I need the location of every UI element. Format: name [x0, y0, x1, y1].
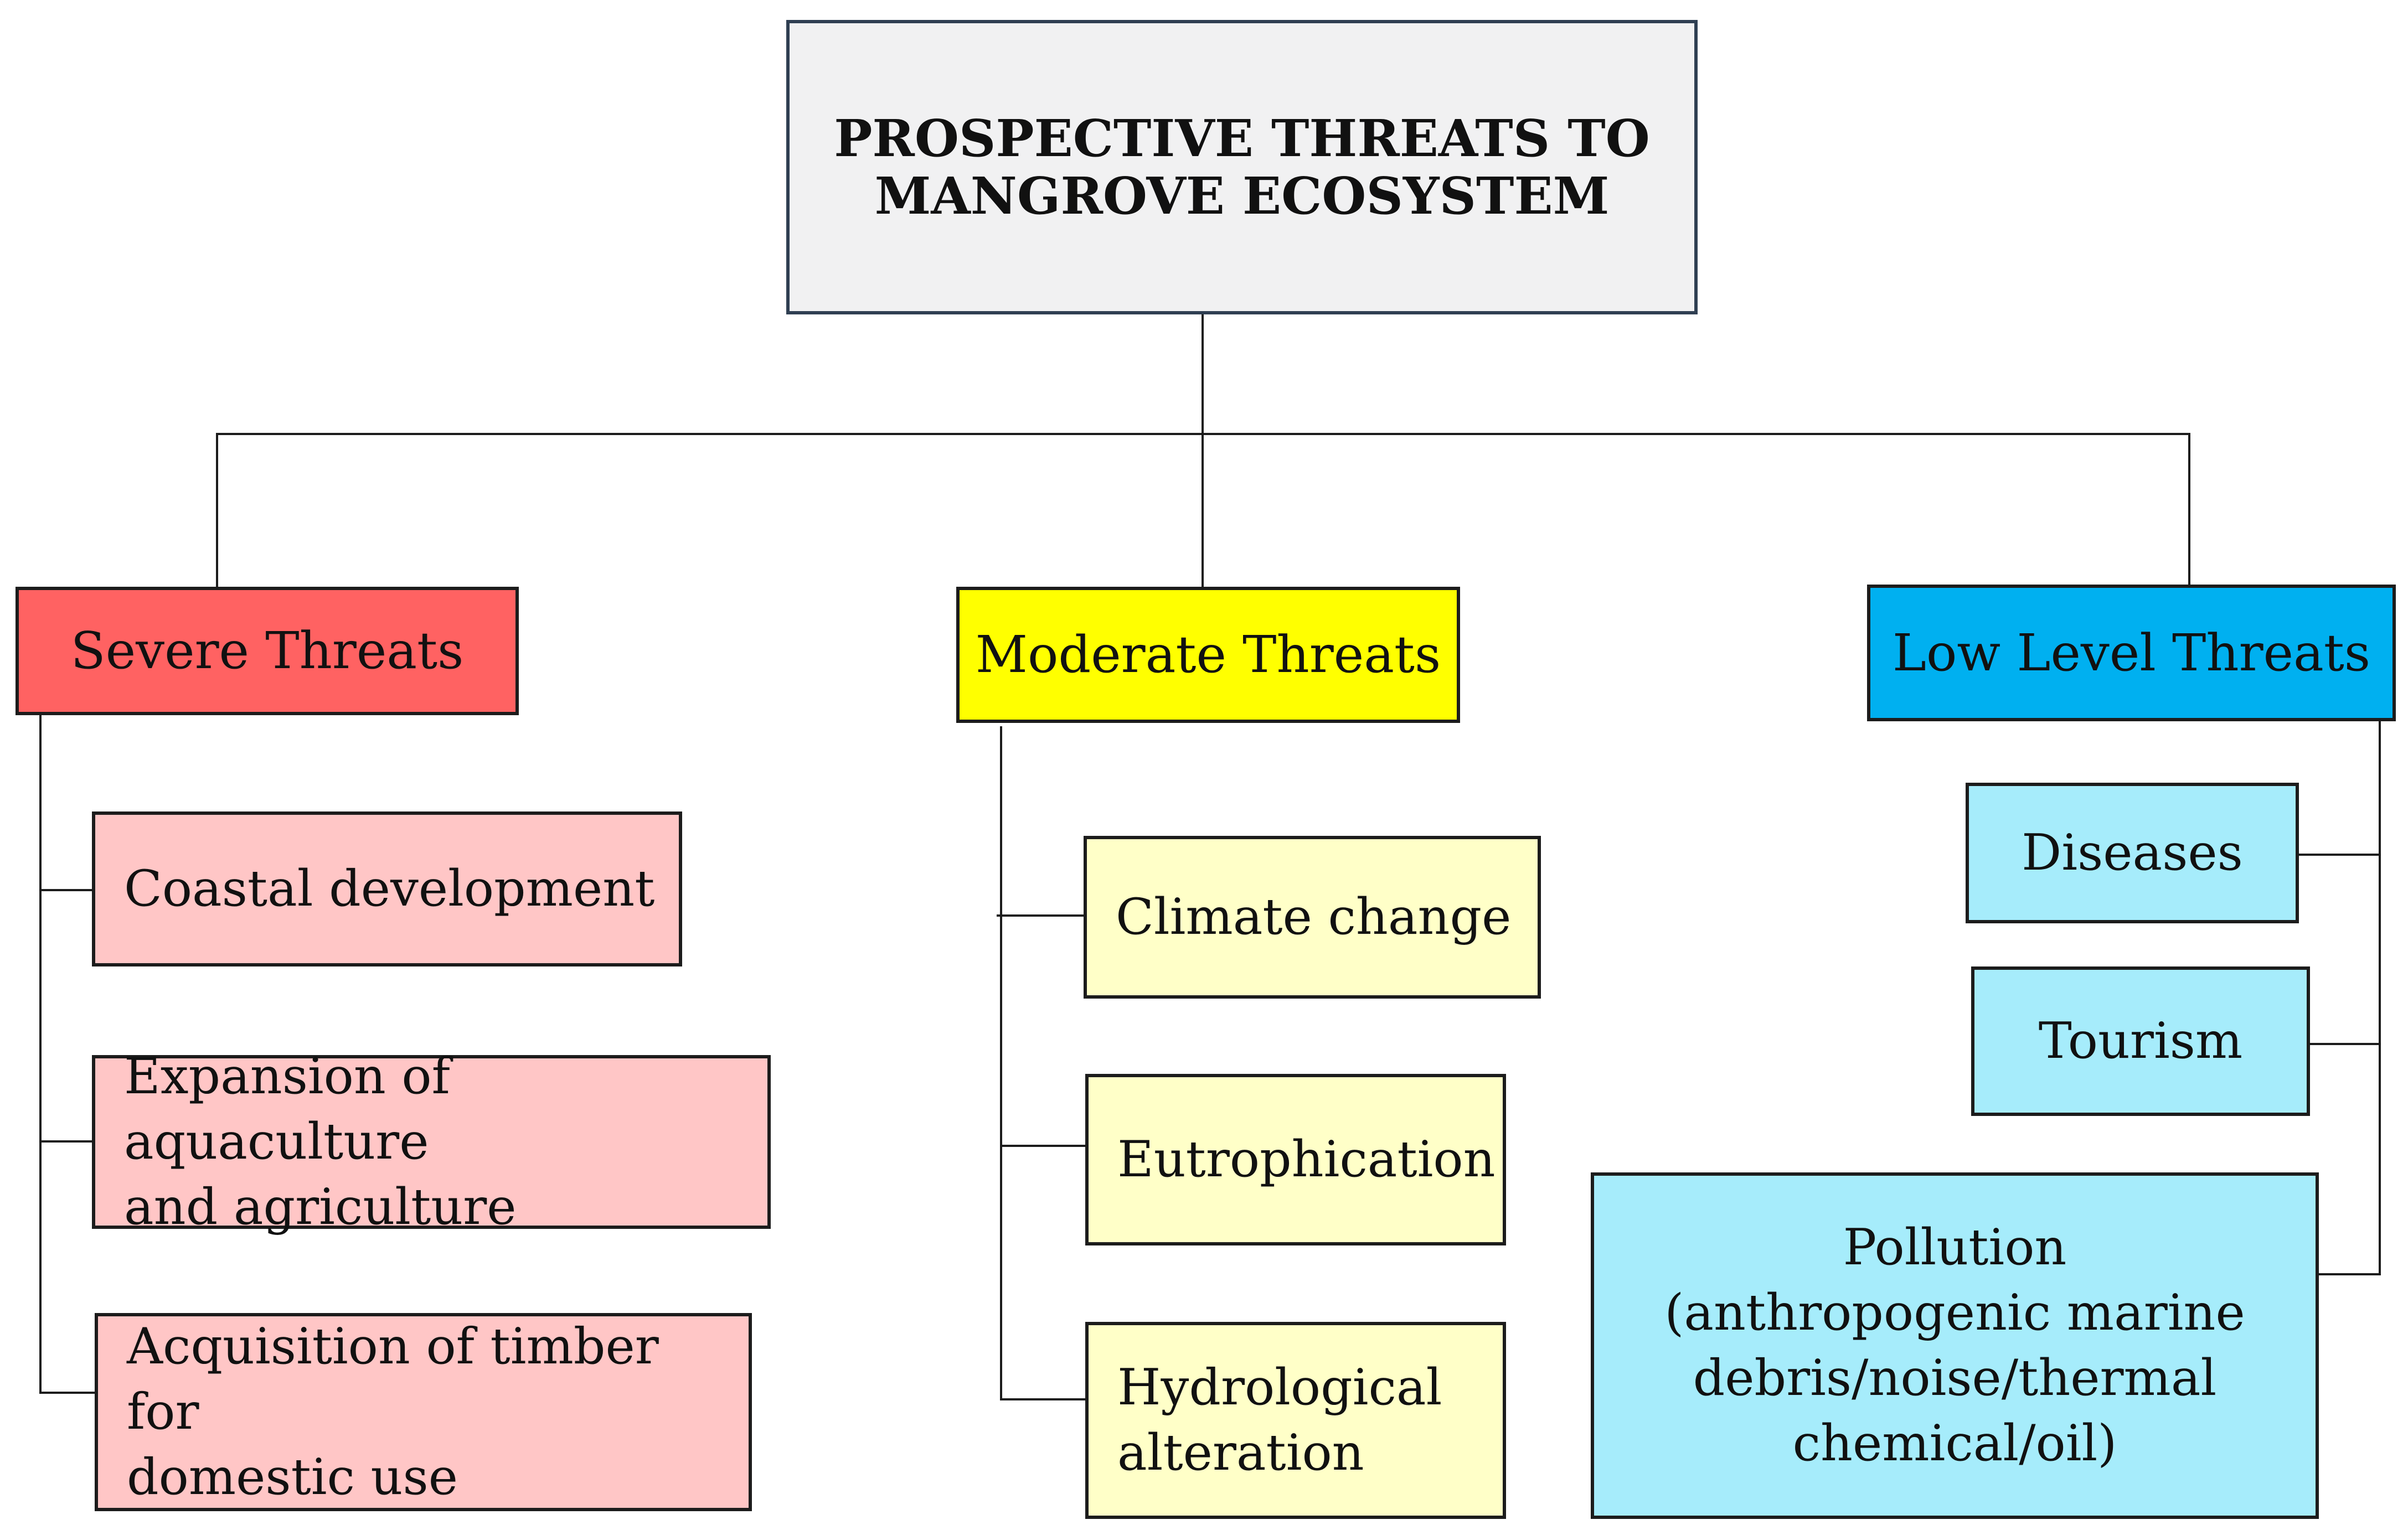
- item-text-line: Expansion of aquaculture: [124, 1047, 450, 1171]
- item-text-line: (anthropogenic marine: [1664, 1284, 2245, 1342]
- category-severe-label: Severe Threats: [70, 621, 464, 680]
- item-text-line: Eutrophication: [1117, 1130, 1496, 1188]
- severe-bracket-tick-1: [39, 889, 95, 891]
- severe-bracket-tick-3: [39, 1392, 95, 1394]
- item-text-line: and agriculture: [124, 1178, 517, 1236]
- low-bracket-tick-1: [2299, 854, 2381, 856]
- low-item-tourism: Tourism: [1971, 966, 2310, 1116]
- severe-bracket-tick-2: [39, 1140, 95, 1143]
- diagram-title-line-1: PROSPECTIVE THREATS TO: [834, 108, 1650, 168]
- low-item-pollution: Pollution (anthropogenic marine debris/n…: [1591, 1172, 2319, 1519]
- severe-bracket-vertical: [39, 713, 42, 1394]
- connector-title-down: [1202, 313, 1204, 588]
- moderate-bracket-tick-1: [997, 914, 1086, 917]
- category-low-level-threats: Low Level Threats: [1867, 585, 2396, 721]
- item-text-line: Diseases: [2022, 824, 2243, 882]
- diagram-title-box: PROSPECTIVE THREATS TO MANGROVE ECOSYSTE…: [786, 20, 1698, 314]
- moderate-item-eutrophication: Eutrophication: [1085, 1074, 1506, 1245]
- connector-to-severe: [216, 433, 218, 588]
- item-text-line: Hydrological: [1117, 1358, 1442, 1417]
- connector-to-low: [2188, 433, 2190, 588]
- severe-item-aquaculture-agriculture: Expansion of aquaculture and agriculture: [92, 1047, 771, 1236]
- severe-item-timber-acquisition: Acquisition of timber for domestic use: [95, 1313, 752, 1511]
- moderate-bracket-vertical: [1000, 726, 1002, 1400]
- moderate-bracket-tick-3: [1000, 1398, 1086, 1400]
- item-text-line: Tourism: [2038, 1012, 2243, 1070]
- moderate-item-climate-change: Climate change: [1084, 836, 1541, 999]
- category-moderate-label: Moderate Threats: [975, 625, 1441, 684]
- connector-horizontal-bar: [216, 433, 2190, 435]
- item-text-line: Coastal development: [124, 860, 655, 918]
- moderate-item-hydrological-alteration: Hydrological alteration: [1085, 1322, 1506, 1519]
- severe-item-coastal-development: Coastal development: [92, 811, 682, 966]
- item-text-line: domestic use: [127, 1448, 458, 1506]
- low-bracket-tick-2: [2309, 1043, 2381, 1045]
- low-bracket-tick-3: [2319, 1273, 2381, 1275]
- moderate-bracket-tick-2: [1000, 1145, 1086, 1147]
- item-text-line: Pollution: [1843, 1218, 2067, 1276]
- category-low-label: Low Level Threats: [1892, 623, 2371, 683]
- category-moderate-threats: Moderate Threats: [956, 587, 1460, 723]
- diagram-title-line-2: MANGROVE ECOSYSTEM: [874, 166, 1610, 226]
- item-text-line: Acquisition of timber for: [127, 1317, 659, 1441]
- item-text-line: debris/noise/thermal: [1693, 1349, 2217, 1407]
- low-bracket-vertical: [2379, 719, 2381, 1275]
- item-text-line: alteration: [1117, 1424, 1364, 1482]
- low-item-diseases: Diseases: [1966, 783, 2299, 923]
- category-severe-threats: Severe Threats: [16, 587, 519, 715]
- item-text-line: chemical/oil): [1792, 1414, 2117, 1472]
- item-text-line: Climate change: [1116, 888, 1512, 946]
